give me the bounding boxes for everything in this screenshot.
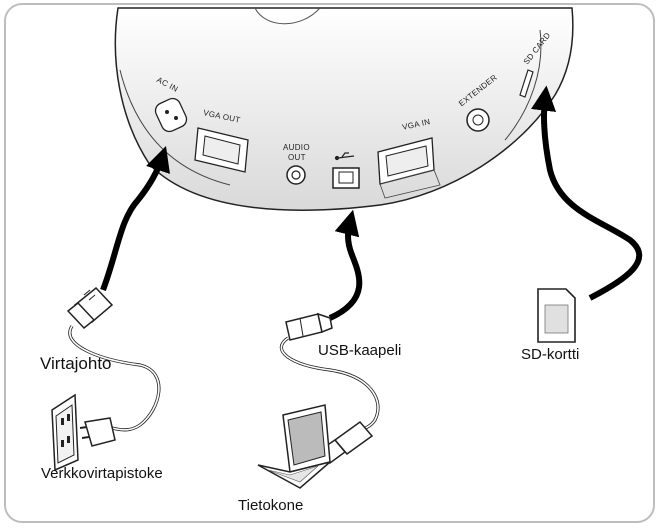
ac-in-port (154, 97, 188, 133)
wall-outlet-label: Verkkovirtapistoke (41, 465, 163, 482)
sd-card-icon (537, 288, 576, 343)
sd-card-slot (519, 69, 534, 98)
vga-out-port (194, 127, 249, 173)
sd-card-label: SD-kortti (521, 346, 580, 363)
audio-out-label-line2: OUT (288, 153, 306, 162)
usb-cable-arrow (328, 209, 363, 321)
usb-symbol-icon (334, 152, 355, 161)
usb-cable-label: USB-kaapeli (318, 342, 402, 359)
audio-out-label-line1: AUDIO (283, 143, 310, 152)
wall-outlet-icon (51, 393, 79, 472)
wall-plug-icon (79, 417, 116, 447)
power-plug-icon (66, 286, 114, 330)
usb-b-plug-icon (285, 312, 333, 341)
usb-port (332, 167, 360, 189)
computer-label: Tietokone (238, 497, 304, 514)
power-cord-line (68, 325, 161, 432)
power-cord-label: Virtajohto (40, 354, 112, 373)
laptop-icon (257, 404, 331, 489)
power-cord-arrow (100, 146, 170, 292)
extender-port (466, 108, 490, 132)
sd-card-arrow (531, 85, 643, 301)
audio-out-port (286, 165, 306, 185)
vga-in-port (377, 137, 441, 199)
